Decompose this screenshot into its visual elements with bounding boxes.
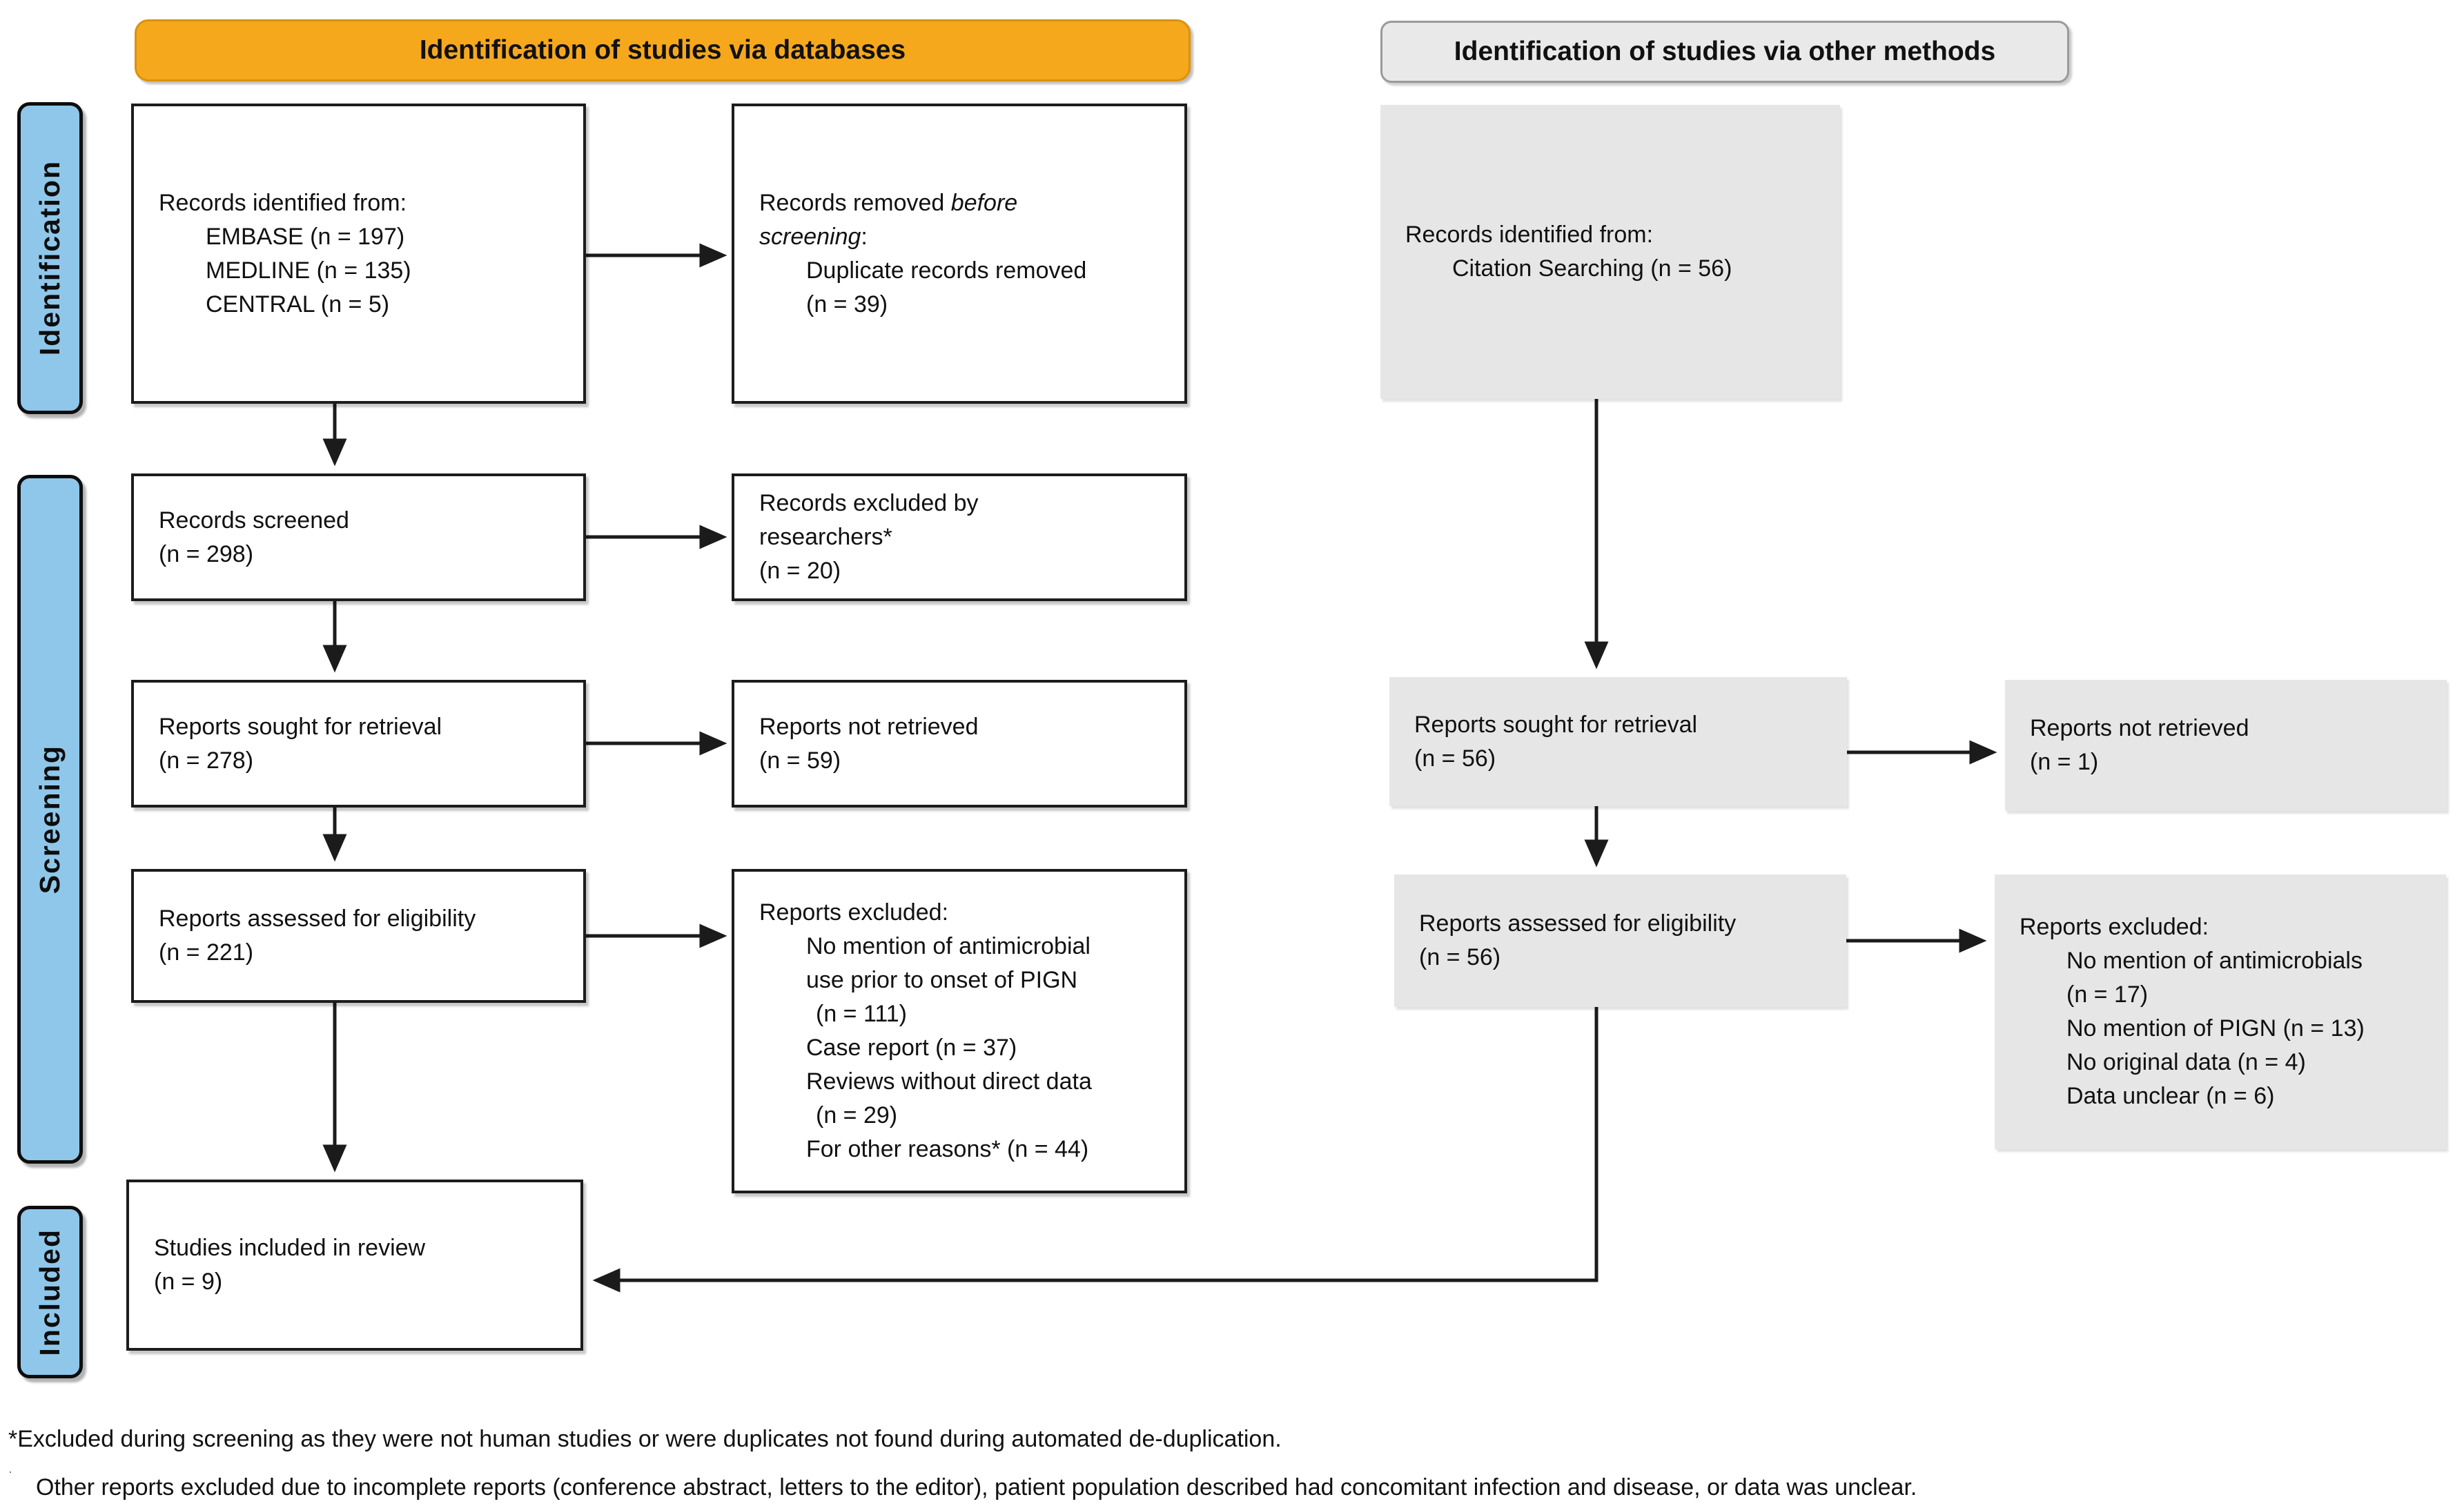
box-studies-included: Studies included in review (n = 9) bbox=[126, 1180, 583, 1351]
footnote-2: · Other reports excluded due to incomplet… bbox=[8, 1456, 1917, 1504]
stage-label-identification: Identification bbox=[34, 160, 66, 356]
box-line: No mention of PIGN (n = 13) bbox=[2066, 1015, 2365, 1042]
stage-bar-included: Included bbox=[17, 1206, 83, 1378]
box-records-excluded-researchers: Records excluded by researchers* (n = 20… bbox=[732, 473, 1187, 601]
header-other-methods: Identification of studies via other meth… bbox=[1380, 21, 2069, 83]
box-line: Reviews without direct data bbox=[806, 1068, 1092, 1095]
box-line: CENTRAL (n = 5) bbox=[206, 291, 390, 317]
box-line: No mention of antimicrobials bbox=[2066, 948, 2363, 974]
box-line: (n = 111) bbox=[816, 1001, 907, 1027]
box-records-identified-other: Records identified from: Citation Search… bbox=[1380, 105, 1840, 399]
box-line: Reports excluded: bbox=[2020, 914, 2209, 940]
stage-label-included: Included bbox=[34, 1228, 66, 1356]
box-line: (n = 56) bbox=[1414, 745, 1496, 772]
box-records-identified-databases: Records identified from: EMBASE (n = 197… bbox=[131, 104, 586, 404]
stage-label-screening: Screening bbox=[34, 744, 66, 894]
box-records-removed-before-screening: Records removed before screening: Duplic… bbox=[732, 104, 1187, 404]
box-line: (n = 39) bbox=[806, 291, 888, 317]
box-reports-assessed-other: Reports assessed for eligibility (n = 56… bbox=[1394, 874, 1846, 1007]
box-line: (n = 221) bbox=[159, 939, 254, 966]
box-line: MEDLINE (n = 135) bbox=[206, 257, 411, 284]
stage-bar-screening: Screening bbox=[17, 475, 83, 1164]
box-line: (n = 59) bbox=[759, 747, 841, 774]
box-reports-sought-other: Reports sought for retrieval (n = 56) bbox=[1389, 677, 1847, 806]
box-line: (n = 278) bbox=[159, 747, 254, 774]
box-line: Records identified from: bbox=[159, 189, 407, 216]
box-line: (n = 9) bbox=[154, 1269, 223, 1295]
box-line: Reports not retrieved bbox=[759, 713, 979, 740]
box-line: (n = 56) bbox=[1419, 944, 1501, 970]
box-line: screening: bbox=[759, 223, 868, 250]
box-line: EMBASE (n = 197) bbox=[206, 223, 405, 250]
box-reports-assessed-databases: Reports assessed for eligibility (n = 22… bbox=[131, 869, 586, 1003]
box-line: (n = 17) bbox=[2066, 981, 2149, 1008]
box-line: use prior to onset of PIGN bbox=[806, 967, 1078, 993]
box-line: (n = 29) bbox=[816, 1102, 898, 1128]
arrow-other-assessed-to-included bbox=[592, 1007, 1598, 1293]
box-line: Reports sought for retrieval bbox=[159, 713, 442, 740]
box-line: Reports sought for retrieval bbox=[1414, 711, 1698, 738]
box-line: Records excluded by bbox=[759, 490, 979, 516]
box-line: Records identified from: bbox=[1405, 222, 1654, 248]
box-line: Duplicate records removed bbox=[806, 257, 1087, 284]
box-line: No mention of antimicrobial bbox=[806, 933, 1091, 959]
box-line: researchers* bbox=[759, 524, 892, 550]
box-reports-not-retrieved-other: Reports not retrieved (n = 1) bbox=[2005, 680, 2447, 811]
box-reports-excluded-databases: Reports excluded: No mention of antimicr… bbox=[732, 869, 1187, 1193]
stage-bar-identification: Identification bbox=[17, 102, 83, 414]
box-line: (n = 298) bbox=[159, 540, 254, 567]
header-databases: Identification of studies via databases bbox=[135, 19, 1191, 81]
box-line: Reports not retrieved bbox=[2030, 715, 2249, 741]
box-line: Reports assessed for eligibility bbox=[1419, 910, 1737, 937]
box-reports-sought-databases: Reports sought for retrieval (n = 278) bbox=[131, 680, 586, 808]
box-reports-excluded-other: Reports excluded: No mention of antimicr… bbox=[1995, 874, 2446, 1149]
box-line: For other reasons* (n = 44) bbox=[806, 1136, 1089, 1162]
box-line: Citation Searching (n = 56) bbox=[1452, 255, 1732, 282]
box-line: (n = 20) bbox=[759, 558, 841, 584]
box-reports-not-retrieved-databases: Reports not retrieved (n = 59) bbox=[732, 680, 1187, 808]
box-line: Reports excluded: bbox=[759, 899, 949, 926]
box-line: Reports assessed for eligibility bbox=[159, 906, 476, 932]
header-databases-label: Identification of studies via databases bbox=[419, 35, 906, 65]
footnote-2-text: Other reports excluded due to incomplete… bbox=[36, 1474, 1917, 1500]
box-line: Records removed before bbox=[759, 189, 1018, 216]
footnote-1: *Excluded during screening as they were … bbox=[8, 1426, 1282, 1452]
box-line: (n = 1) bbox=[2030, 749, 2099, 775]
box-line: Studies included in review bbox=[154, 1235, 426, 1261]
box-line: Case report (n = 37) bbox=[806, 1035, 1017, 1061]
box-line: No original data (n = 4) bbox=[2066, 1049, 2306, 1075]
footnote-2-marker: · bbox=[8, 1465, 12, 1478]
box-records-screened: Records screened (n = 298) bbox=[131, 473, 586, 601]
footnotes: *Excluded during screening as they were … bbox=[8, 1423, 1917, 1504]
header-other-methods-label: Identification of studies via other meth… bbox=[1454, 37, 1996, 66]
box-line: Records screened bbox=[159, 507, 349, 534]
box-line: Data unclear (n = 6) bbox=[2066, 1083, 2275, 1109]
